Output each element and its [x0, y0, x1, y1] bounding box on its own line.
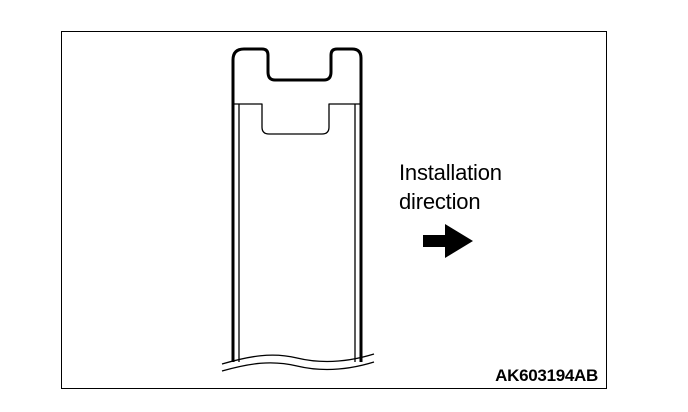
valve-stem-outline	[231, 47, 363, 362]
label-line-1: Installation	[399, 160, 502, 185]
keeper-seat-outline	[233, 103, 361, 135]
break-line-lower	[221, 361, 375, 372]
installation-direction-label: Installation direction	[399, 158, 502, 216]
break-line-upper	[221, 353, 375, 365]
figure-code: AK603194AB	[495, 366, 598, 385]
right-arrow-icon	[423, 224, 473, 258]
label-line-2: direction	[399, 189, 481, 214]
figure-frame	[61, 31, 607, 389]
